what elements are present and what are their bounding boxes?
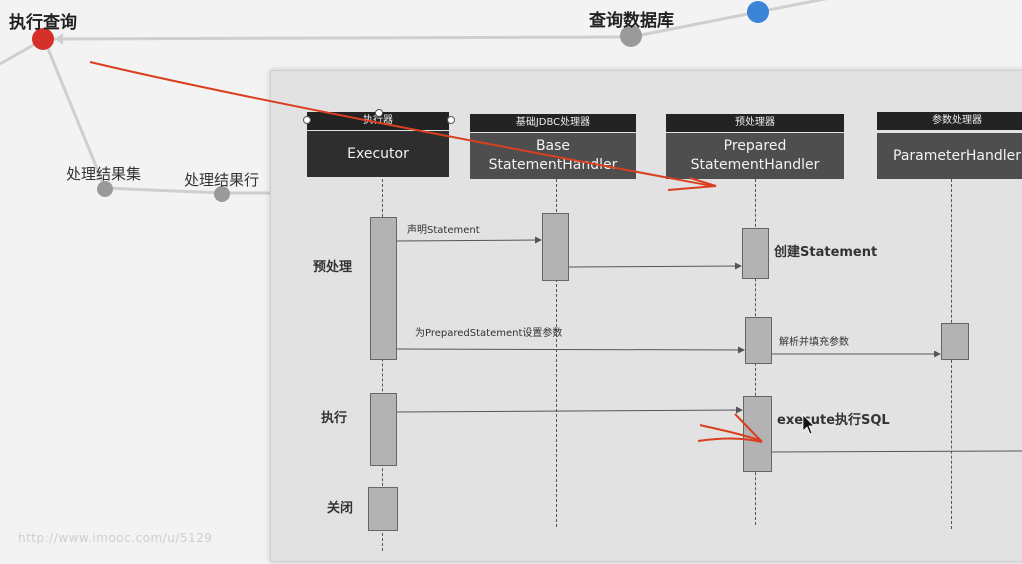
selection-handle[interactable] [375, 109, 383, 117]
arrow-execute [396, 406, 743, 414]
activation-executor-execute [370, 393, 397, 466]
phase-prepare: 预处理 [313, 260, 353, 275]
lifeline-executor [382, 179, 383, 551]
note-create-statement: 创建Statement [774, 245, 878, 260]
participant-executor[interactable]: Executor [307, 131, 449, 177]
selection-handle[interactable] [447, 116, 455, 124]
note-parse-fill-params: 解析并填充参数 [779, 337, 849, 348]
node-blue[interactable] [747, 1, 769, 23]
edge-arrowhead [55, 33, 63, 45]
activation-parameter-handler [941, 323, 969, 360]
edge-query-to-execute [43, 35, 632, 41]
selection-handle[interactable] [303, 116, 311, 124]
label-process-result-row: 处理结果行 [184, 171, 260, 189]
watermark: http://www.imooc.com/u/5129 [18, 531, 213, 545]
participant-parameter-handler[interactable]: ParameterHandler [877, 133, 1022, 179]
participant-tag-prepared-handler: 预处理器 [666, 114, 844, 132]
lifeline-base-statement-handler [556, 179, 557, 527]
label-process-resultset: 处理结果集 [66, 165, 142, 183]
node-execute-query[interactable] [32, 28, 54, 50]
annotation-execute-line2 [697, 437, 763, 443]
activation-prepared-params [745, 317, 772, 364]
edge-resultset-to-row [104, 186, 223, 195]
activation-executor-close [368, 487, 398, 531]
activation-prepared-execute [743, 396, 772, 472]
phase-execute: 执行 [321, 411, 348, 426]
annotation-arrowhead [667, 177, 717, 191]
edge-blue-out [757, 0, 828, 14]
participant-base-statement-handler[interactable]: Base StatementHandler [470, 133, 636, 179]
node-query-database[interactable] [620, 25, 642, 47]
annotation-execute-tick [734, 413, 763, 443]
node-process-resultset[interactable] [97, 181, 113, 197]
edge-execute-to-resultset [42, 38, 107, 189]
annotation-execute-line [699, 424, 763, 442]
annotation-arrow-line [89, 61, 713, 187]
activation-executor-prepare [370, 217, 397, 360]
activation-base-handler [542, 213, 569, 281]
activation-prepared-create [742, 228, 769, 279]
edge-db-to-blue [630, 10, 759, 39]
arrow-create-statement [568, 262, 742, 270]
label-execute-query: 执行查询 [9, 13, 77, 33]
participant-tag-parameter-handler: 参数处理器 [877, 112, 1022, 130]
mouse-cursor-icon [802, 414, 815, 435]
message-set-params: 为PreparedStatement设置参数 [415, 328, 563, 339]
sequence-diagram-panel: 执行器 Executor 基础JDBC处理器 Base StatementHan… [270, 70, 1022, 562]
message-arrows [396, 236, 1022, 453]
phase-close: 关闭 [327, 501, 354, 516]
participant-tag-base-handler: 基础JDBC处理器 [470, 114, 636, 132]
participant-prepared-statement-handler[interactable]: Prepared StatementHandler [666, 133, 844, 179]
arrow-set-params [396, 346, 745, 354]
node-process-result-row[interactable] [214, 186, 230, 202]
arrow-execute-out [771, 450, 1022, 453]
message-declare-statement: 声明Statement [407, 225, 480, 236]
label-query-database: 查询数据库 [589, 11, 674, 31]
arrow-declare-statement [396, 236, 542, 244]
mindmap-edges [0, 0, 828, 195]
